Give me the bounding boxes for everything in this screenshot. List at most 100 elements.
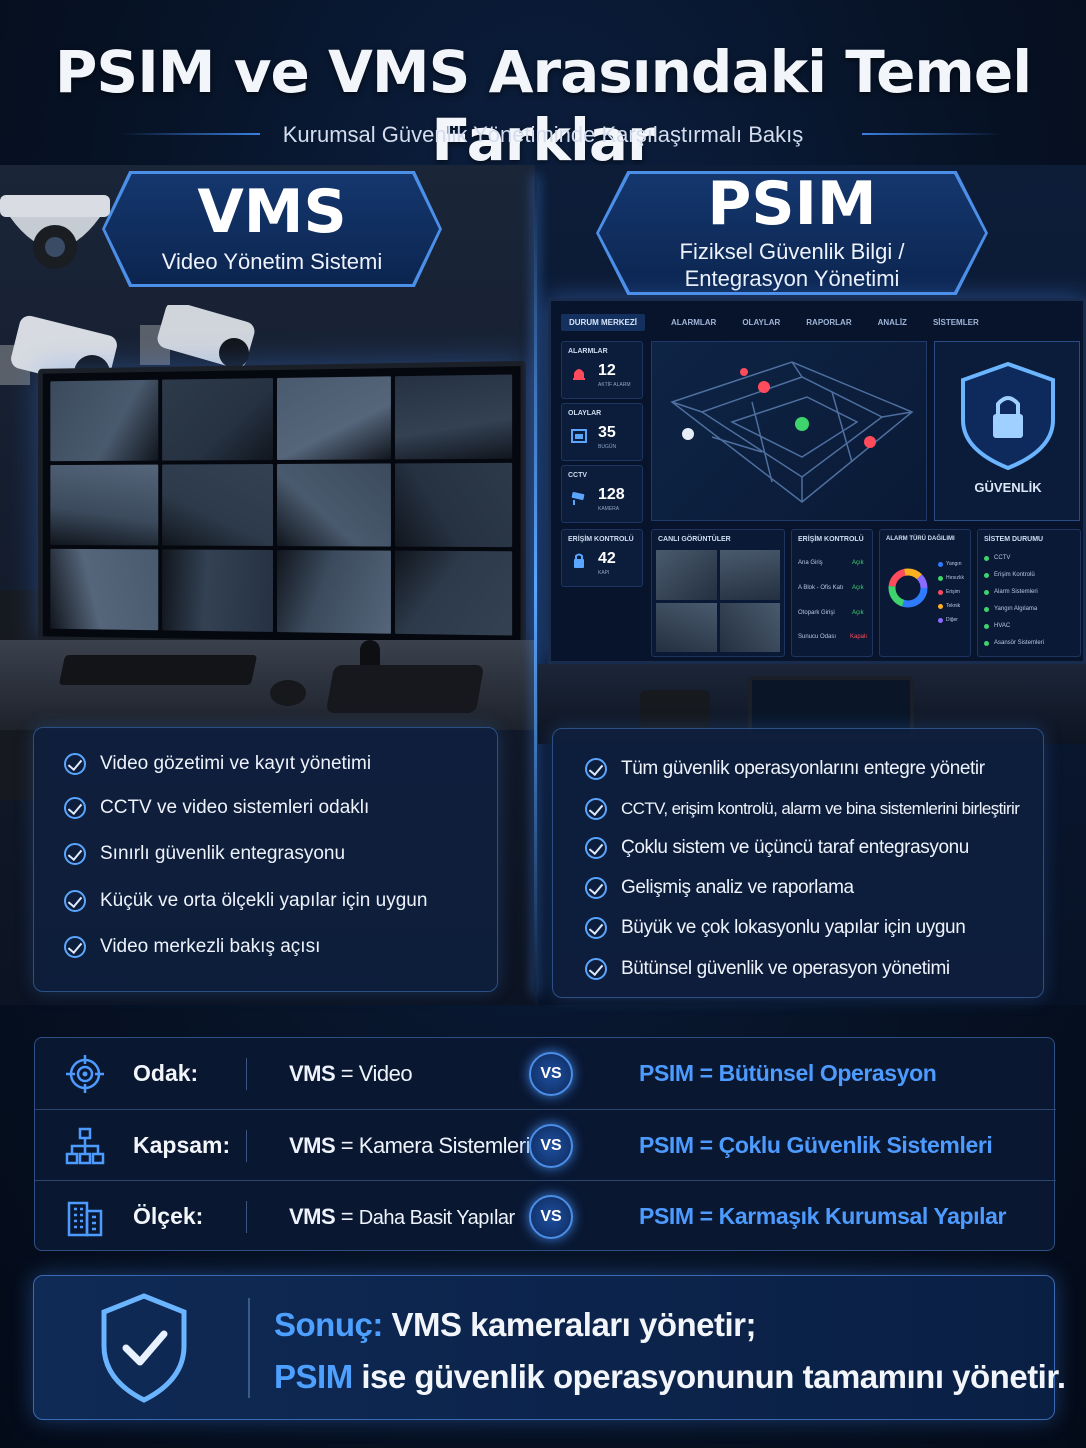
tab-analiz[interactable]: ANALİZ (877, 317, 907, 327)
check-circle-icon (585, 917, 607, 939)
video-feed-tile[interactable] (395, 462, 513, 548)
tab-alarmlar[interactable]: ALARMLAR (671, 317, 717, 327)
comparison-row-olcek: Ölçek: VMS = Daha Basit Yapılar VS PSIM … (35, 1180, 1056, 1251)
access-row-status: Açık (852, 585, 864, 591)
page-title: PSIM ve VMS Arasındaki Temel Farklar (54, 38, 1032, 174)
legend-label: Hırsızlık (946, 575, 965, 581)
comparison-row-odak: Odak: VMS = Video VS PSIM = Bütünsel Ope… (35, 1038, 1056, 1109)
vs-badge: VS (529, 1124, 573, 1168)
vms-feature-text: Video merkezli bakış açısı (100, 936, 321, 957)
psim-features-box: Tüm güvenlik operasyonlarını entegre yön… (552, 728, 1044, 998)
tab-olaylar[interactable]: OLAYLAR (742, 317, 781, 327)
video-feed-tile[interactable] (276, 376, 391, 460)
vms-feature-item: CCTV ve video sistemleri odaklı (64, 797, 369, 819)
stat-alarmlar[interactable]: ALARMLAR 12 AKTİF ALARM (561, 341, 643, 399)
comparison-vms: VMS = Video (289, 1061, 413, 1086)
video-feed-tile[interactable] (276, 463, 391, 547)
check-circle-icon (64, 936, 86, 958)
stat-erisim-kontrolu[interactable]: ERİŞİM KONTROLÜ 42 KAPI (561, 529, 643, 587)
video-feed-tile[interactable] (50, 464, 159, 546)
video-feed-tile[interactable] (395, 550, 513, 636)
vs-badge: VS (529, 1052, 573, 1096)
vms-feature-text: Sınırlı güvenlik entegrasyonu (100, 843, 346, 864)
page-subtitle: Kurumsal Güvenlik Yönetiminde Karşılaştı… (282, 122, 804, 147)
video-feed-tile[interactable] (276, 550, 391, 634)
tab-raporlar[interactable]: RAPORLAR (806, 317, 852, 327)
mouse (270, 680, 306, 706)
target-icon (66, 1055, 104, 1093)
comparison-psim: PSIM = Çoklu Güvenlik Sistemleri (639, 1132, 993, 1158)
subtitle-row: Kurumsal Güvenlik Yönetiminde Karşılaştı… (0, 118, 1086, 152)
subtitle-divider-left (120, 133, 260, 135)
live-feed-tile[interactable] (719, 602, 780, 652)
conclusion-line-1: Sonuç: VMS kameraları yönetir; (274, 1306, 756, 1344)
alarm-bell-icon (573, 369, 585, 380)
comparison-separator (246, 1201, 247, 1233)
comparison-label: Odak: (133, 1060, 199, 1086)
shield-lock-icon (961, 361, 1055, 471)
panel-divider (534, 175, 537, 995)
vms-features-box: Video gözetimi ve kayıt yönetimi CCTV ve… (33, 727, 498, 992)
live-feeds-panel[interactable]: CANLI GÖRÜNTÜLER (651, 529, 785, 657)
legend-label: Teknik (946, 603, 961, 609)
access-row-status: Kapalı (850, 634, 868, 640)
psim-feature-text: CCTV, erişim kontrolü, alarm ve bina sis… (621, 799, 1020, 818)
comparison-label: Ölçek: (133, 1203, 204, 1229)
tablet (748, 676, 914, 738)
cctv-camera-icon (571, 492, 585, 505)
conclusion-lead: Sonuç: (274, 1306, 383, 1343)
vms-feature-item: Sınırlı güvenlik entegrasyonu (64, 843, 345, 865)
live-feed-tile[interactable] (656, 602, 717, 652)
video-feed-tile[interactable] (162, 549, 274, 632)
conclusion-line-2: PSIM ise güvenlik operasyonunun tamamını… (274, 1358, 1066, 1396)
psim-feature-item: Gelişmiş analiz ve raporlama (585, 877, 854, 899)
shield-check-icon (101, 1293, 187, 1403)
vms-title: VMS (197, 177, 347, 248)
status-ok-dot (984, 556, 989, 561)
comparison-psim: PSIM = Bütünsel Operasyon (639, 1060, 937, 1086)
video-feed-tile[interactable] (162, 464, 274, 546)
alarm-distribution-title: ALARM TÜRÜ DAĞILIMI (886, 536, 955, 542)
psim-feature-item: Çoklu sistem ve üçüncü taraf entegrasyon… (585, 837, 969, 859)
access-row-name: A Blok - Ofis Katı (798, 585, 844, 591)
legend-label: Yangın (946, 561, 962, 567)
stat-cctv[interactable]: CCTV 128 KAMERA (561, 465, 643, 523)
stat-value: 35 (598, 424, 616, 441)
access-control-panel[interactable]: ERİŞİM KONTROLÜ Ana Giriş Açık A Blok - … (791, 529, 873, 657)
video-feed-tile[interactable] (50, 548, 159, 631)
psim-dashboard: DURUM MERKEZİ ALARMLAR OLAYLAR RAPORLAR … (548, 298, 1086, 664)
system-status-item: Yangın Algılama (994, 606, 1038, 612)
check-circle-icon (585, 837, 607, 859)
status-ok-dot (984, 573, 989, 578)
access-row-name: Otopark Girişi (798, 610, 835, 616)
comparison-vms: VMS = Daha Basit Yapılar (289, 1204, 515, 1229)
vms-value: Video (358, 1061, 413, 1086)
security-shield-panel[interactable]: GÜVENLİK (934, 341, 1080, 521)
live-feed-tile[interactable] (719, 550, 780, 600)
comparison-vms: VMS = Kamera Sistemleri (289, 1133, 530, 1158)
video-feed-tile[interactable] (50, 379, 159, 462)
psim-feature-text: Tüm güvenlik operasyonlarını entegre yön… (621, 758, 985, 779)
tab-sistemler[interactable]: SİSTEMLER (932, 317, 979, 327)
access-row-status: Açık (852, 560, 864, 566)
keyboard (58, 655, 258, 685)
vms-key: VMS (289, 1133, 336, 1158)
stat-value: 128 (598, 486, 625, 503)
system-status-item: Erişim Kontrolü (994, 572, 1035, 578)
stat-value: 12 (598, 362, 616, 379)
desk-phone (640, 690, 710, 730)
vms-feature-text: CCTV ve video sistemleri odaklı (100, 797, 370, 818)
system-status-title: SİSTEM DURUMU (984, 536, 1044, 543)
status-ok-dot (984, 607, 989, 612)
stat-olaylar[interactable]: OLAYLAR 35 BUGÜN (561, 403, 643, 461)
stat-sub: KAMERA (598, 506, 620, 512)
video-feed-tile[interactable] (162, 378, 274, 461)
access-row-name: Ana Giriş (798, 560, 823, 566)
check-circle-icon (585, 798, 607, 820)
video-feed-tile[interactable] (395, 374, 513, 460)
tab-durum-merkezi[interactable]: DURUM MERKEZİ (561, 313, 645, 331)
floor-map[interactable] (651, 341, 927, 521)
live-feed-tile[interactable] (656, 550, 717, 600)
